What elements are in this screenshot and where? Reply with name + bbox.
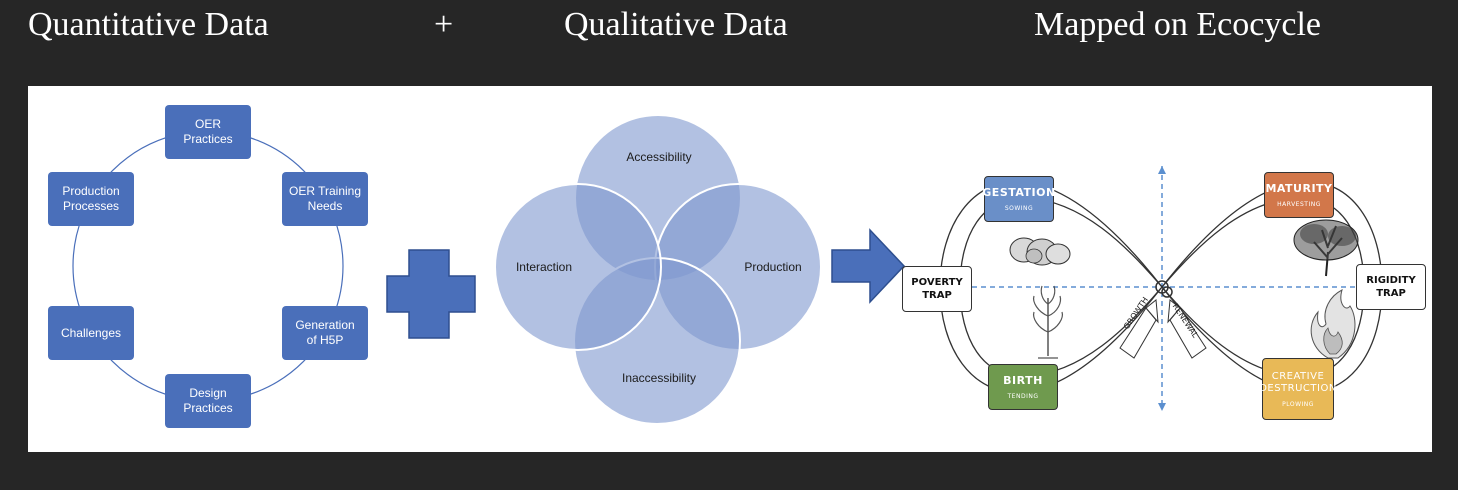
gestation-subtitle: SOWING <box>1004 205 1034 212</box>
cycle-node-generation-h5p: Generation of H5P <box>282 306 368 360</box>
venn-label-accessibility: Accessibility <box>626 150 692 164</box>
header-qualitative: Qualitative Data <box>564 6 788 43</box>
tree-illustration <box>1293 219 1359 277</box>
creative-destruction-title: CREATIVE DESTRUCTION <box>1259 370 1337 394</box>
venn-label-inaccessibility: Inaccessibility <box>621 371 697 385</box>
seedling-illustration <box>1033 285 1063 359</box>
ecocycle-diagram <box>939 166 1384 411</box>
stones-illustration <box>1009 237 1071 266</box>
plus-shape <box>386 249 476 339</box>
cycle-node-production-processes: Production Processes <box>48 172 134 226</box>
poverty-trap-box: POVERTY TRAP <box>902 266 972 312</box>
header-ecocycle: Mapped on Ecocycle <box>1034 6 1321 43</box>
cycle-node-design-practices: Design Practices <box>165 374 251 428</box>
gestation-box: GESTATION SOWING <box>982 176 1056 222</box>
diagram-panel: OER Practices OER Training Needs Generat… <box>28 86 1432 452</box>
creative-destruction-box: CREATIVE DESTRUCTION PLOWING <box>1259 358 1337 420</box>
birth-box: BIRTH TENDING <box>988 364 1058 410</box>
venn-label-interaction: Interaction <box>515 260 573 274</box>
maturity-box: MATURITY HARVESTING <box>1264 172 1334 218</box>
birth-title: BIRTH <box>1003 374 1043 387</box>
maturity-subtitle: HARVESTING <box>1277 201 1321 208</box>
cycle-node-oer-training-needs: OER Training Needs <box>282 172 368 226</box>
venn-diagram <box>494 114 822 425</box>
right-arrow-shape <box>831 228 906 304</box>
rigidity-trap-box: RIGIDITY TRAP <box>1356 264 1426 310</box>
creative-destruction-subtitle: PLOWING <box>1282 400 1314 408</box>
gestation-title: GESTATION <box>982 186 1056 199</box>
header-quantitative: Quantitative Data <box>28 6 269 43</box>
fire-illustration <box>1310 289 1356 359</box>
cycle-node-challenges: Challenges <box>48 306 134 360</box>
birth-subtitle: TENDING <box>1007 393 1039 400</box>
maturity-title: MATURITY <box>1265 182 1333 195</box>
venn-circle-interaction <box>494 183 662 351</box>
venn-label-production: Production <box>744 260 802 274</box>
header-plus: + <box>434 6 454 43</box>
cycle-node-oer-practices: OER Practices <box>165 105 251 159</box>
